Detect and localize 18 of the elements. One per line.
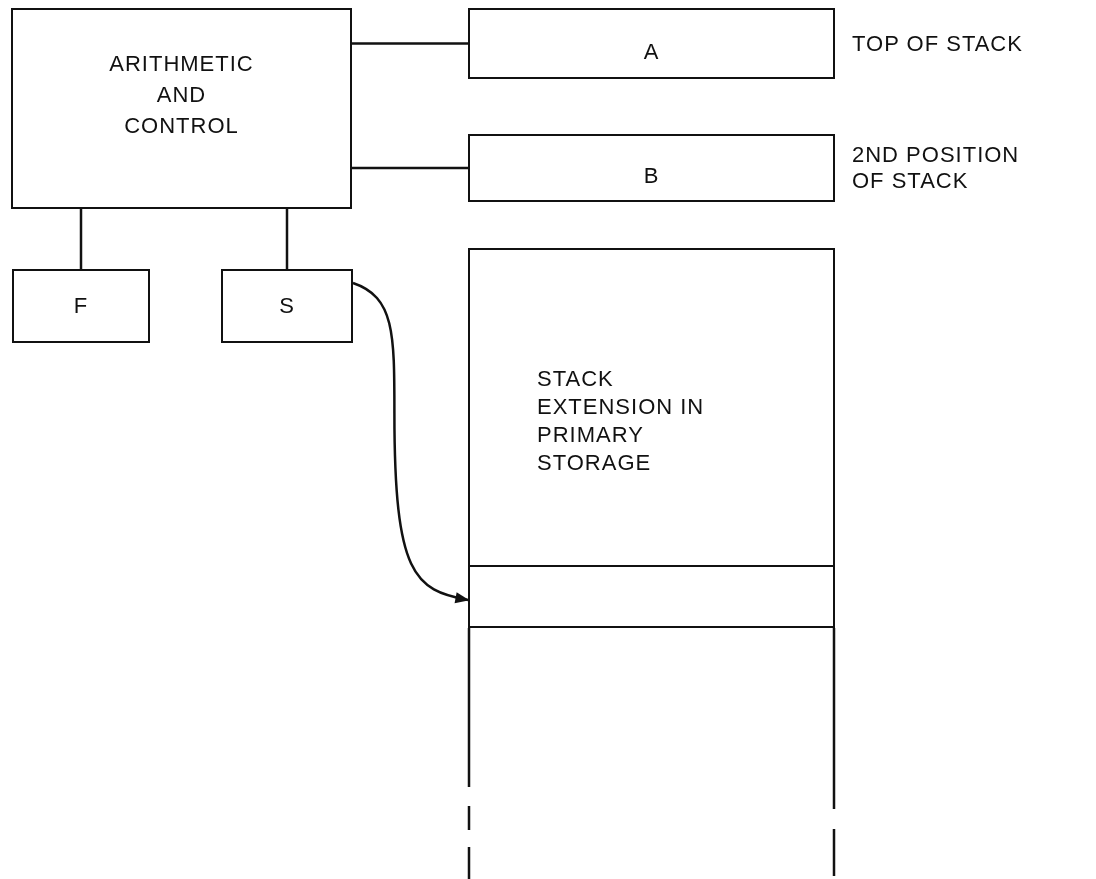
register-box [12,269,150,343]
memory-block [468,248,835,567]
connector-line [285,209,289,269]
register-box [11,8,352,209]
node-label: A [643,37,660,66]
empty-slot-box [468,565,835,628]
register-box [221,269,353,343]
node-label: STACK EXTENSION IN PRIMARY STORAGE [537,365,706,477]
connector-line [352,166,468,170]
register-caption: 2ND POSITION OF STACK [852,142,1021,194]
node-label: B [643,162,660,190]
node-label: ARITHMETIC AND CONTROL [108,50,255,140]
connector-line [79,209,83,269]
node-label: F [73,292,89,320]
connector-line [352,42,468,45]
arrow [352,281,470,603]
register-caption: TOP OF STACK [852,30,1024,57]
node-label: S [279,292,295,320]
